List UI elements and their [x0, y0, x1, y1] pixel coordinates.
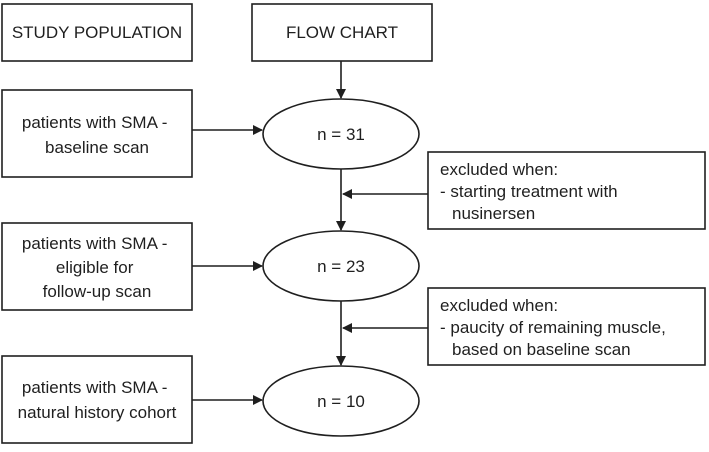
header-flow-chart: FLOW CHART — [251, 3, 433, 62]
population-box-eligible: patients with SMA - eligible for follow-… — [1, 222, 193, 311]
count-label: n = 23 — [317, 257, 365, 276]
exclusion-box-treatment: excluded when: - starting treatment with… — [427, 151, 706, 230]
population-box-baseline-text: patients with SMA - baseline scan — [22, 113, 172, 157]
exclusion-box-treatment-text: excluded when: - starting treatment with… — [440, 160, 622, 223]
population-box-baseline: patients with SMA - baseline scan — [1, 89, 193, 178]
population-box-natural-history-text: patients with SMA - natural history coho… — [18, 378, 177, 422]
population-box-line: patients with SMA - — [22, 234, 168, 253]
exclusion-line: excluded when: — [440, 296, 558, 315]
exclusion-box-muscle: excluded when: - paucity of remaining mu… — [427, 287, 706, 366]
exclusion-line: excluded when: — [440, 160, 558, 179]
count-label: n = 10 — [317, 392, 365, 411]
population-box-line: baseline scan — [45, 138, 149, 157]
population-box-line: follow-up scan — [43, 282, 152, 301]
population-box-line: natural history cohort — [18, 403, 177, 422]
header-study-population-label: STUDY POPULATION — [12, 23, 182, 42]
population-box-line: patients with SMA - — [22, 113, 168, 132]
population-box-line: eligible for — [56, 258, 134, 277]
count-label: n = 31 — [317, 125, 365, 144]
exclusion-box-muscle-text: excluded when: - paucity of remaining mu… — [440, 296, 671, 359]
population-box-line: patients with SMA - — [22, 378, 168, 397]
count-ellipse-10: n = 10 — [262, 365, 420, 437]
count-ellipse-23: n = 23 — [262, 230, 420, 302]
header-study-population: STUDY POPULATION — [1, 3, 193, 62]
count-ellipse-31: n = 31 — [262, 98, 420, 170]
population-box-eligible-text: patients with SMA - eligible for follow-… — [22, 234, 172, 301]
exclusion-line: - starting treatment with — [440, 182, 618, 201]
population-box-natural-history: patients with SMA - natural history coho… — [1, 355, 193, 444]
header-flow-chart-label: FLOW CHART — [286, 23, 398, 42]
exclusion-line: nusinersen — [452, 204, 535, 223]
exclusion-line: based on baseline scan — [452, 340, 631, 359]
exclusion-line: - paucity of remaining muscle, — [440, 318, 666, 337]
